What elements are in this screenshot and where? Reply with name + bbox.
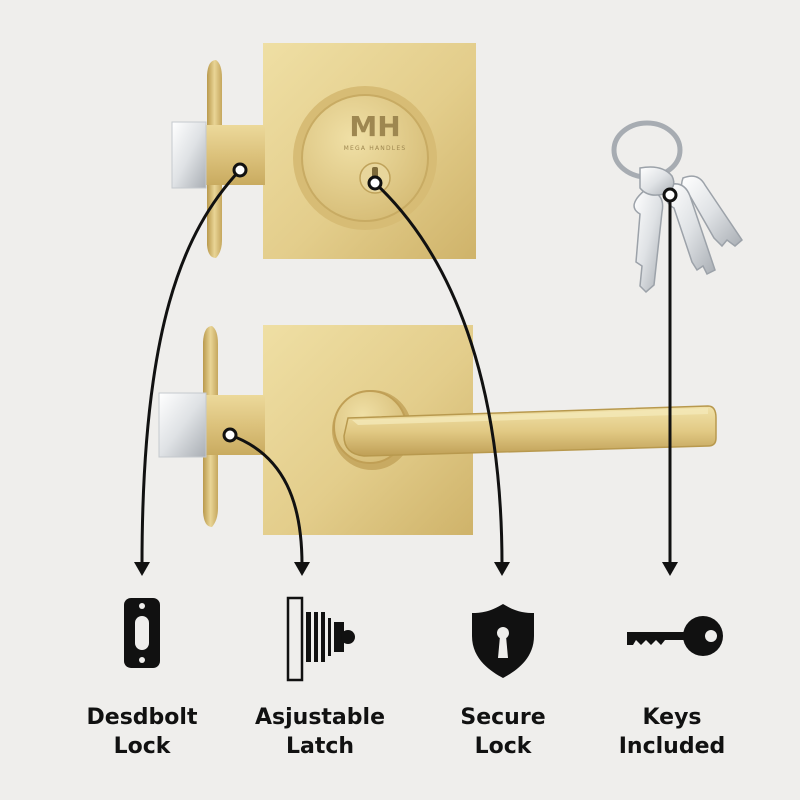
callout-arrows xyxy=(140,168,672,566)
keys-illustration xyxy=(611,120,743,294)
callout-origin-dots xyxy=(222,162,678,443)
key-icon xyxy=(627,616,723,656)
deadbolt-assembly: MH MEGA HANDLES xyxy=(171,43,476,259)
key-front xyxy=(633,189,664,294)
feature-label-latch-line2: Latch xyxy=(285,734,355,759)
feature-label-keys: Keys Included xyxy=(587,703,757,761)
lever-highlight xyxy=(352,408,708,425)
adjustable-latch-icon xyxy=(286,596,355,682)
arrow-secure xyxy=(373,181,504,566)
key-head-cluster xyxy=(639,166,675,196)
shield-keyhole-icon xyxy=(472,604,534,678)
feature-label-secure-line2: Lock xyxy=(474,734,532,759)
feature-label-keys-line1: Keys xyxy=(642,705,702,730)
deadbolt-plate-icon xyxy=(124,598,160,668)
cylinder-face xyxy=(301,94,429,222)
feature-label-deadbolt-line1: Desdbolt xyxy=(86,705,198,730)
deadbolt-bolt xyxy=(171,121,207,189)
feature-label-keys-line2: Included xyxy=(618,734,726,759)
feature-label-latch-line1: Asjustable xyxy=(255,705,385,730)
feature-label-deadbolt: Desdbolt Lock xyxy=(57,703,227,761)
callout-arrowheads xyxy=(134,562,678,576)
brand-name: MEGA HANDLES xyxy=(344,145,407,152)
brand-monogram: MH xyxy=(349,110,400,143)
latch-bolt xyxy=(158,392,207,458)
arrow-deadbolt xyxy=(140,168,242,566)
feature-label-secure-line1: Secure xyxy=(460,705,546,730)
arrow-latch xyxy=(229,433,304,566)
feature-label-latch: Asjustable Latch xyxy=(235,703,405,761)
feature-label-secure: Secure Lock xyxy=(418,703,588,761)
lever-assembly xyxy=(158,325,717,535)
feature-label-deadbolt-line2: Lock xyxy=(113,734,171,759)
latch-housing xyxy=(203,395,265,455)
